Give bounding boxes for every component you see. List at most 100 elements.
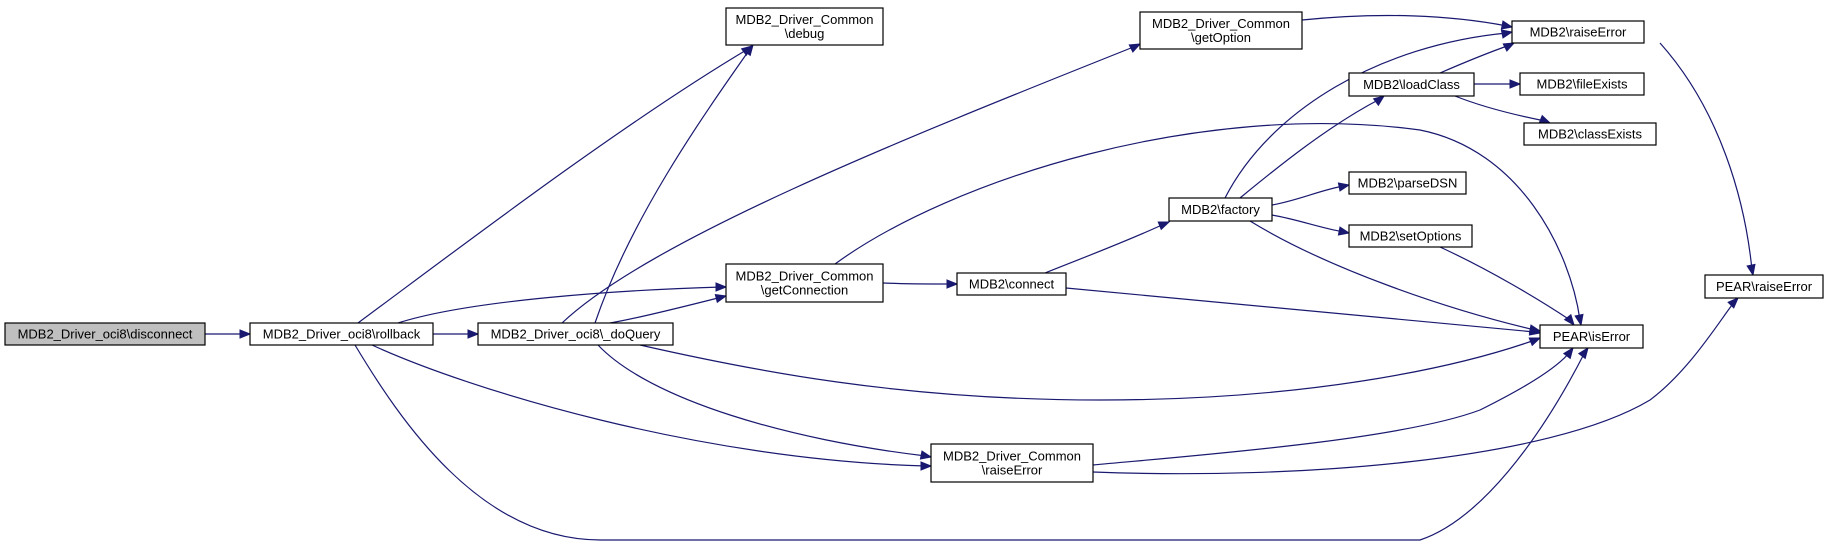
edge-factory-to-mdb2raiseerror [1224, 29, 1514, 199]
node-box [725, 7, 884, 46]
node-label: MDB2_Driver_oci8\rollback [263, 327, 421, 342]
node-label: MDB2\raiseError [1530, 25, 1627, 40]
arrowhead [1727, 297, 1739, 309]
edges-layer [205, 14, 1756, 541]
node-disconnect[interactable]: MDB2_Driver_oci8\disconnect [4, 322, 206, 346]
nodes-layer: MDB2_Driver_oci8\disconnect MDB2_Driver_o… [4, 7, 1824, 483]
node-classexists[interactable]: MDB2\classExists [1523, 122, 1657, 146]
node-box [930, 443, 1094, 483]
node-label: \debug [785, 26, 825, 41]
node-peariserror[interactable]: PEAR\isError [1539, 324, 1644, 349]
node-pearraiseerror[interactable]: PEAR\raiseError [1704, 274, 1824, 299]
arrowhead [1528, 337, 1542, 347]
arrowhead [1577, 346, 1589, 360]
node-label: MDB2_Driver_Common [943, 449, 1081, 464]
edge-loadclass-to-mdb2raiseerror [1439, 42, 1516, 74]
edge-factory-to-peariserror [1249, 220, 1542, 334]
arrowhead [1563, 313, 1575, 327]
node-box [1348, 224, 1473, 248]
edge-factory-to-setoptions [1271, 214, 1351, 236]
arrowhead [1157, 221, 1171, 231]
node-label: \raiseError [982, 463, 1043, 478]
node-label: MDB2_Driver_oci8\disconnect [18, 327, 193, 342]
node-connect[interactable]: MDB2\connect [956, 272, 1067, 296]
edge-factory-to-parsedsn [1271, 182, 1351, 206]
node-setoptions[interactable]: MDB2\setOptions [1348, 224, 1473, 248]
edge-getoption-to-mdb2raiseerror [1301, 14, 1514, 30]
edge-rollback-to-commonraiseerror [371, 344, 933, 471]
node-mdb2raiseerror[interactable]: MDB2\raiseError [1511, 20, 1645, 44]
edge-line [1439, 246, 1571, 321]
node-box [1511, 20, 1645, 44]
node-box [1348, 171, 1467, 195]
node-label: MDB2\factory [1181, 202, 1260, 217]
edge-line [1271, 214, 1345, 233]
node-commonraiseerror[interactable]: MDB2_Driver_Common\raiseError [930, 443, 1094, 483]
edge-line [1301, 14, 1508, 27]
edge-loadclass-to-classexists [1454, 95, 1552, 124]
node-label: \getOption [1191, 30, 1251, 45]
edge-line [1092, 351, 1571, 466]
node-loadclass[interactable]: MDB2\loadClass [1348, 72, 1475, 97]
arrowhead [920, 461, 933, 471]
edge-line [1224, 32, 1508, 199]
node-label: PEAR\isError [1553, 329, 1631, 344]
edge-line [1271, 185, 1345, 206]
edge-doquery-to-debug [594, 43, 754, 324]
arrowhead [239, 329, 252, 339]
node-label: MDB2_Driver_Common [736, 269, 874, 284]
arrowhead [1500, 29, 1514, 39]
arrowhead [1538, 114, 1552, 124]
arrowhead [919, 450, 933, 460]
node-label: MDB2\loadClass [1363, 77, 1460, 92]
node-box [1539, 324, 1644, 349]
edge-disconnect-to-rollback [205, 329, 252, 339]
edge-line [371, 344, 927, 467]
node-label: PEAR\raiseError [1716, 279, 1813, 294]
arrowhead [1574, 313, 1584, 327]
edge-line [354, 344, 1586, 541]
node-box [1704, 274, 1824, 299]
node-label: MDB2_Driver_Common [1152, 16, 1290, 31]
node-parsedsn[interactable]: MDB2\parseDSN [1348, 171, 1467, 195]
edge-line [834, 122, 1581, 321]
node-getconnection[interactable]: MDB2_Driver_Common\getConnection [725, 263, 884, 303]
node-box [4, 322, 206, 346]
edge-setoptions-to-peariserror [1439, 246, 1575, 327]
edge-doquery-to-getoption [561, 43, 1142, 324]
edge-line [597, 344, 927, 457]
arrowhead [1509, 79, 1522, 89]
node-fileexists[interactable]: MDB2\fileExists [1519, 72, 1645, 96]
edge-mdb2raiseerror-to-pearraiseerror [1659, 42, 1756, 277]
arrowhead [946, 279, 959, 289]
node-factory[interactable]: MDB2\factory [1168, 197, 1273, 222]
node-label: MDB2\setOptions [1360, 229, 1462, 244]
edge-line [1439, 44, 1511, 74]
edge-line [639, 339, 1536, 401]
edge-commonraiseerror-to-peariserror [1092, 346, 1574, 466]
node-box [477, 322, 674, 346]
node-label: MDB2\classExists [1538, 127, 1643, 142]
edge-doquery-to-getconnection [609, 293, 728, 324]
edge-rollback-to-peariserror [354, 344, 1589, 541]
node-getoption[interactable]: MDB2_Driver_Common\getOption [1139, 11, 1303, 50]
node-rollback[interactable]: MDB2_Driver_oci8\rollback [249, 322, 434, 346]
edge-line [1239, 98, 1381, 199]
edge-line [1044, 223, 1165, 274]
node-debug[interactable]: MDB2_Driver_Common\debug [725, 7, 884, 46]
edge-line [1092, 300, 1736, 475]
edge-factory-to-loadclass [1239, 95, 1386, 199]
arrowhead [1562, 346, 1574, 360]
arrowhead [1337, 182, 1351, 192]
edge-line [1249, 220, 1536, 331]
edge-line [609, 296, 723, 324]
edge-line [1454, 95, 1546, 122]
node-doquery[interactable]: MDB2_Driver_oci8\_doQuery [477, 322, 674, 346]
edge-line [1065, 287, 1536, 333]
node-label: MDB2\fileExists [1536, 77, 1628, 92]
node-box [725, 263, 884, 303]
edge-line [882, 282, 953, 285]
edge-line [594, 48, 751, 324]
arrowhead [714, 293, 728, 304]
